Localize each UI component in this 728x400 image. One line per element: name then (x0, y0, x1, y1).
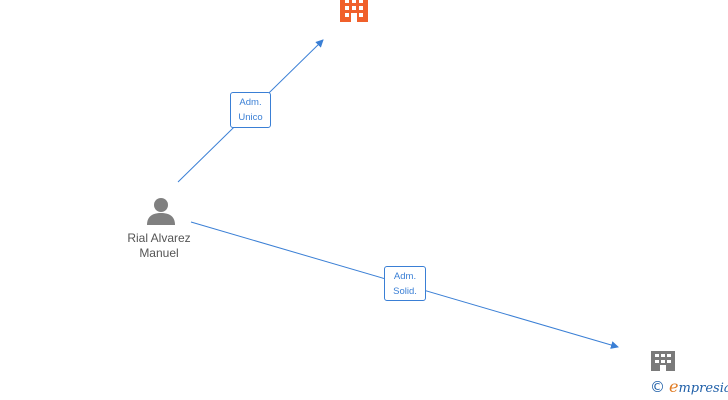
brand-initial: e (669, 377, 679, 396)
edge-label-adm-solid[interactable]: Adm. Solid. (384, 266, 426, 301)
building-icon (340, 0, 368, 22)
edge-label-adm-unico[interactable]: Adm. Unico (230, 92, 271, 128)
edge-label-line1: Adm. (393, 271, 417, 282)
edge-label-line2: Solid. (393, 286, 417, 297)
person-name-line2: Manuel (139, 246, 179, 260)
company-top-node[interactable] (338, 0, 370, 24)
building-icon (651, 351, 675, 371)
brand-logo: e mpresia (669, 377, 728, 397)
edge-label-line1: Adm. (239, 97, 262, 108)
edge-label-line2: Unico (238, 112, 263, 123)
company-bottom-node[interactable] (650, 350, 676, 372)
person-name-line1: Rial Alvarez (127, 231, 191, 245)
brand-watermark: © e mpresia (650, 377, 728, 397)
person-icon (147, 198, 175, 225)
brand-name: mpresia (678, 381, 728, 396)
person-name[interactable]: Rial Alvarez Manuel (104, 231, 214, 261)
copyright-symbol: © (650, 378, 665, 396)
person-node[interactable] (145, 196, 177, 226)
